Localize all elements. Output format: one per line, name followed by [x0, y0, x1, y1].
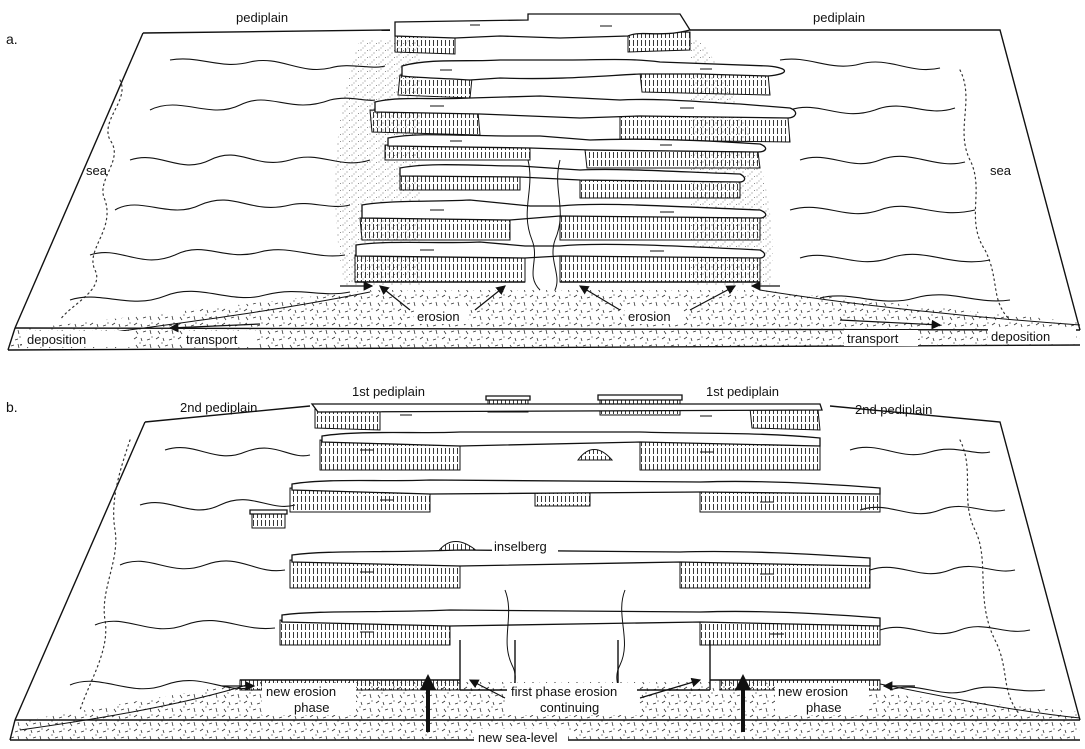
erosion-right-label: erosion — [628, 309, 671, 324]
new-erosion-right-label-line2: phase — [806, 700, 841, 715]
panel-a-label: a. — [6, 31, 18, 47]
new-erosion-left-label-line2: phase — [294, 700, 329, 715]
pediplain-left-label: pediplain — [236, 10, 288, 25]
panel-a-drainage-right — [780, 59, 1010, 301]
panel-a-coast-left — [60, 80, 122, 320]
transport-left-label: transport — [186, 332, 238, 347]
panel-a-plateau — [170, 14, 940, 328]
panel-a-coast-right — [960, 70, 1010, 320]
first-phase-erosion-label-line1: first phase erosion — [511, 684, 617, 699]
erosion-left-label: erosion — [417, 309, 460, 324]
new-erosion-right-label-line1: new erosion — [778, 684, 848, 699]
deposition-left-label: deposition — [27, 332, 86, 347]
deposition-right-label: deposition — [991, 329, 1050, 344]
pediplain-1st-left-label: 1st pediplain — [352, 384, 425, 399]
pediplain-right-label: pediplain — [813, 10, 865, 25]
panel-b-coast-left — [80, 440, 130, 710]
new-erosion-left-label-line1: new erosion — [266, 684, 336, 699]
pediplain-1st-right-label: 1st pediplain — [706, 384, 779, 399]
panel-a: a. pediplain pediplain sea sea erosion e… — [6, 10, 1080, 350]
sea-left-label: sea — [86, 163, 108, 178]
panel-b-label: b. — [6, 399, 18, 415]
first-phase-erosion-label-line2: continuing — [540, 700, 599, 715]
new-sea-level-label: new sea-level — [478, 730, 558, 745]
inselberg-label: inselberg — [494, 539, 547, 554]
panel-b: b. 2nd pediplain 1st pediplain 1st pedip… — [6, 384, 1080, 745]
transport-right-label: transport — [847, 331, 899, 346]
panel-b-coast-right — [960, 440, 1020, 715]
panel-a-rock-front — [8, 290, 1080, 350]
panel-b-plateau — [222, 395, 915, 732]
pediplain-2nd-right-label: 2nd pediplain — [855, 402, 932, 417]
pediplain-2nd-left-label: 2nd pediplain — [180, 400, 257, 415]
sea-right-label: sea — [990, 163, 1012, 178]
